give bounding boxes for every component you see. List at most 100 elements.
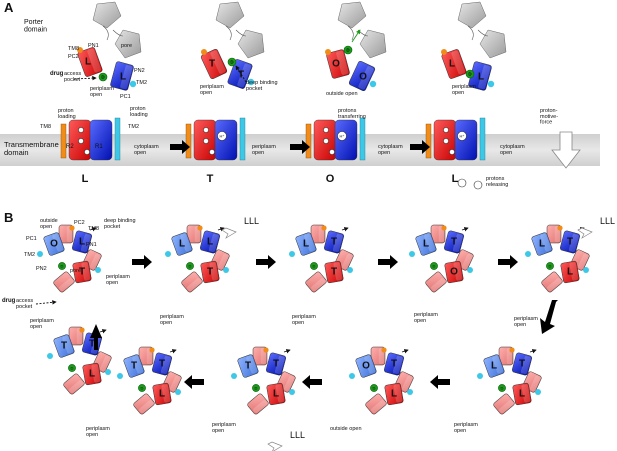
drug-letter: D: [433, 264, 436, 269]
block-shine: [161, 384, 171, 403]
linker: [467, 25, 489, 41]
cycle-arrow-left: [302, 375, 322, 389]
block-shine: [274, 355, 285, 375]
panel-a-label: A: [4, 0, 14, 15]
drug-label: drug: [2, 298, 16, 304]
label-line: periplasm: [160, 314, 184, 320]
transition-arrow: [410, 140, 430, 154]
tm-state-letter: O: [326, 173, 335, 185]
grey-block: [479, 29, 507, 59]
protomer-state-letter: T: [61, 341, 67, 352]
tm-bundle: H⁺: [305, 117, 366, 161]
outside-open-label: outside open: [326, 91, 358, 97]
block-face: [133, 393, 155, 415]
block-shine: [461, 253, 473, 270]
protomer-state-letter: L: [179, 239, 185, 250]
protomer-state-letter: O: [362, 361, 370, 372]
grey-subunit-pair: [215, 1, 265, 59]
label-line: drug: [2, 298, 16, 304]
protomer-subunit: [82, 362, 102, 386]
linker: [102, 25, 124, 41]
block-shine: [577, 253, 589, 270]
label-line: open: [514, 322, 526, 328]
block-shine: [451, 50, 466, 75]
drug-exit-arrow: [351, 29, 361, 43]
label-line: periplasm: [252, 144, 276, 150]
block-shine: [336, 50, 349, 75]
label-line: domain: [24, 26, 47, 33]
block-shine: [253, 400, 268, 414]
tm8-helix: [305, 123, 312, 159]
grey-block: [114, 29, 142, 59]
cyan-loop: [105, 369, 111, 375]
pink-subunit: [541, 271, 563, 293]
block-face: [324, 260, 344, 284]
released-proton: [473, 180, 483, 190]
orange-loop: [441, 49, 447, 55]
label-line: TM8: [88, 226, 99, 232]
grey-block: [359, 29, 387, 59]
block-shine: [547, 278, 562, 292]
cyan-loop: [247, 78, 255, 86]
block-shine: [81, 262, 91, 281]
block-shine: [371, 400, 386, 414]
protomer-subunit: [200, 260, 220, 284]
block-shine: [529, 375, 541, 392]
label-line: open: [200, 90, 212, 96]
porter-state-letter: T: [238, 70, 244, 81]
drug-molecule: [227, 57, 237, 67]
block-shine: [217, 253, 229, 270]
label-line: open: [86, 432, 98, 438]
label-line: deep binding: [246, 80, 278, 86]
protomer-state-letter: L: [159, 389, 165, 400]
drug-letter: D: [61, 264, 64, 269]
proton-letter: H⁺: [340, 134, 345, 139]
block-face: [110, 61, 134, 91]
drug-entry-arrow: [73, 75, 97, 81]
label-line: pocket: [104, 224, 121, 230]
cyan-loop: [525, 251, 531, 257]
label-line: loading: [58, 114, 76, 120]
cyan-loop: [349, 373, 355, 379]
protomer-subunit: [383, 352, 405, 376]
label-line: TM2: [24, 252, 35, 258]
label-line: PC2: [74, 220, 85, 226]
orange-loop: [263, 347, 269, 353]
orange-loop: [77, 47, 83, 53]
protomer-state-letter: L: [567, 267, 573, 278]
block-face: [200, 48, 228, 80]
pocket-pointer-arrow: [235, 65, 247, 83]
label-line: open: [252, 150, 264, 156]
label-line: open: [292, 320, 304, 326]
protomer-subunit: [560, 260, 580, 284]
protomer-subunit: [443, 230, 465, 254]
block-face: [365, 393, 387, 415]
cyan-loop: [347, 267, 353, 273]
r1-label: R1: [95, 144, 103, 150]
lll-label: LLL: [244, 216, 259, 226]
block-face: [53, 334, 75, 358]
red-porter-subunit: [326, 49, 350, 79]
tm-state-letter: L: [82, 173, 89, 185]
protomer-subunit: [151, 352, 173, 376]
grey-block: [92, 1, 122, 29]
grey-block: [237, 29, 265, 59]
tm8-helix: [60, 123, 67, 159]
block-face: [355, 354, 377, 378]
protomer-state-letter: L: [273, 389, 279, 400]
protomer-state-letter: T: [391, 359, 397, 370]
label-line: open: [160, 320, 172, 326]
cycle-arrow: [498, 255, 518, 269]
orange-loop: [557, 225, 563, 231]
